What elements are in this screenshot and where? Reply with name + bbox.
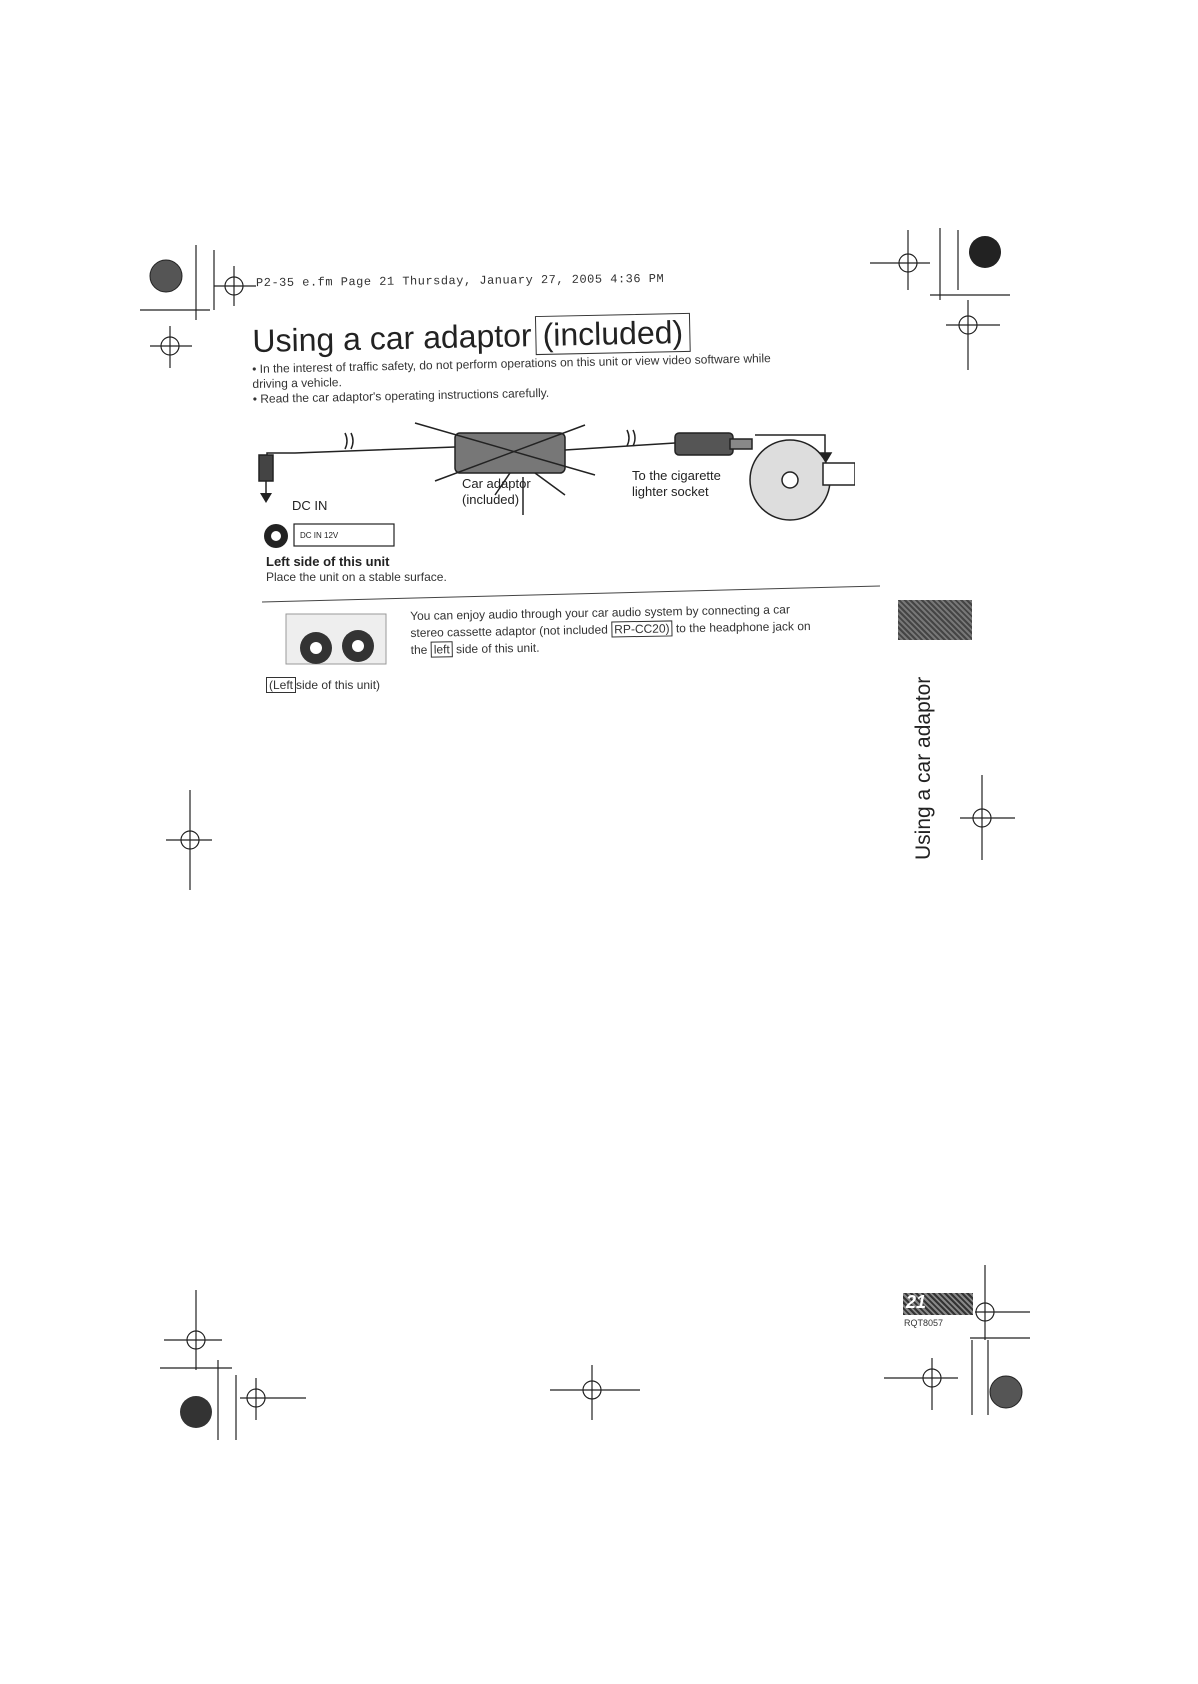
document-code: RQT8057 xyxy=(904,1318,943,1328)
left-box: left xyxy=(431,641,453,657)
stable-surface-note: Place the unit on a stable surface. xyxy=(266,570,447,584)
headphone-jack-figure xyxy=(284,612,388,668)
side-tab-marker xyxy=(898,600,972,640)
cigarette-label: To the cigarette xyxy=(632,468,721,483)
dc-in-label: DC IN xyxy=(292,498,327,513)
side-section-title: Using a car adaptor xyxy=(912,677,936,860)
car-adaptor-label: Car adaptor xyxy=(462,476,531,491)
left-side-label: Left side of this unit xyxy=(266,554,390,569)
included-label: (included) xyxy=(462,492,519,507)
page-number: 21 xyxy=(906,1292,926,1313)
port-label: DC IN 12V xyxy=(300,531,338,540)
title-included-box: (included) xyxy=(535,313,690,355)
lighter-socket-label: lighter socket xyxy=(632,484,709,499)
model-number-box: RP-CC20) xyxy=(611,620,673,637)
audio-paragraph: You can enjoy audio through your car aud… xyxy=(410,600,881,659)
